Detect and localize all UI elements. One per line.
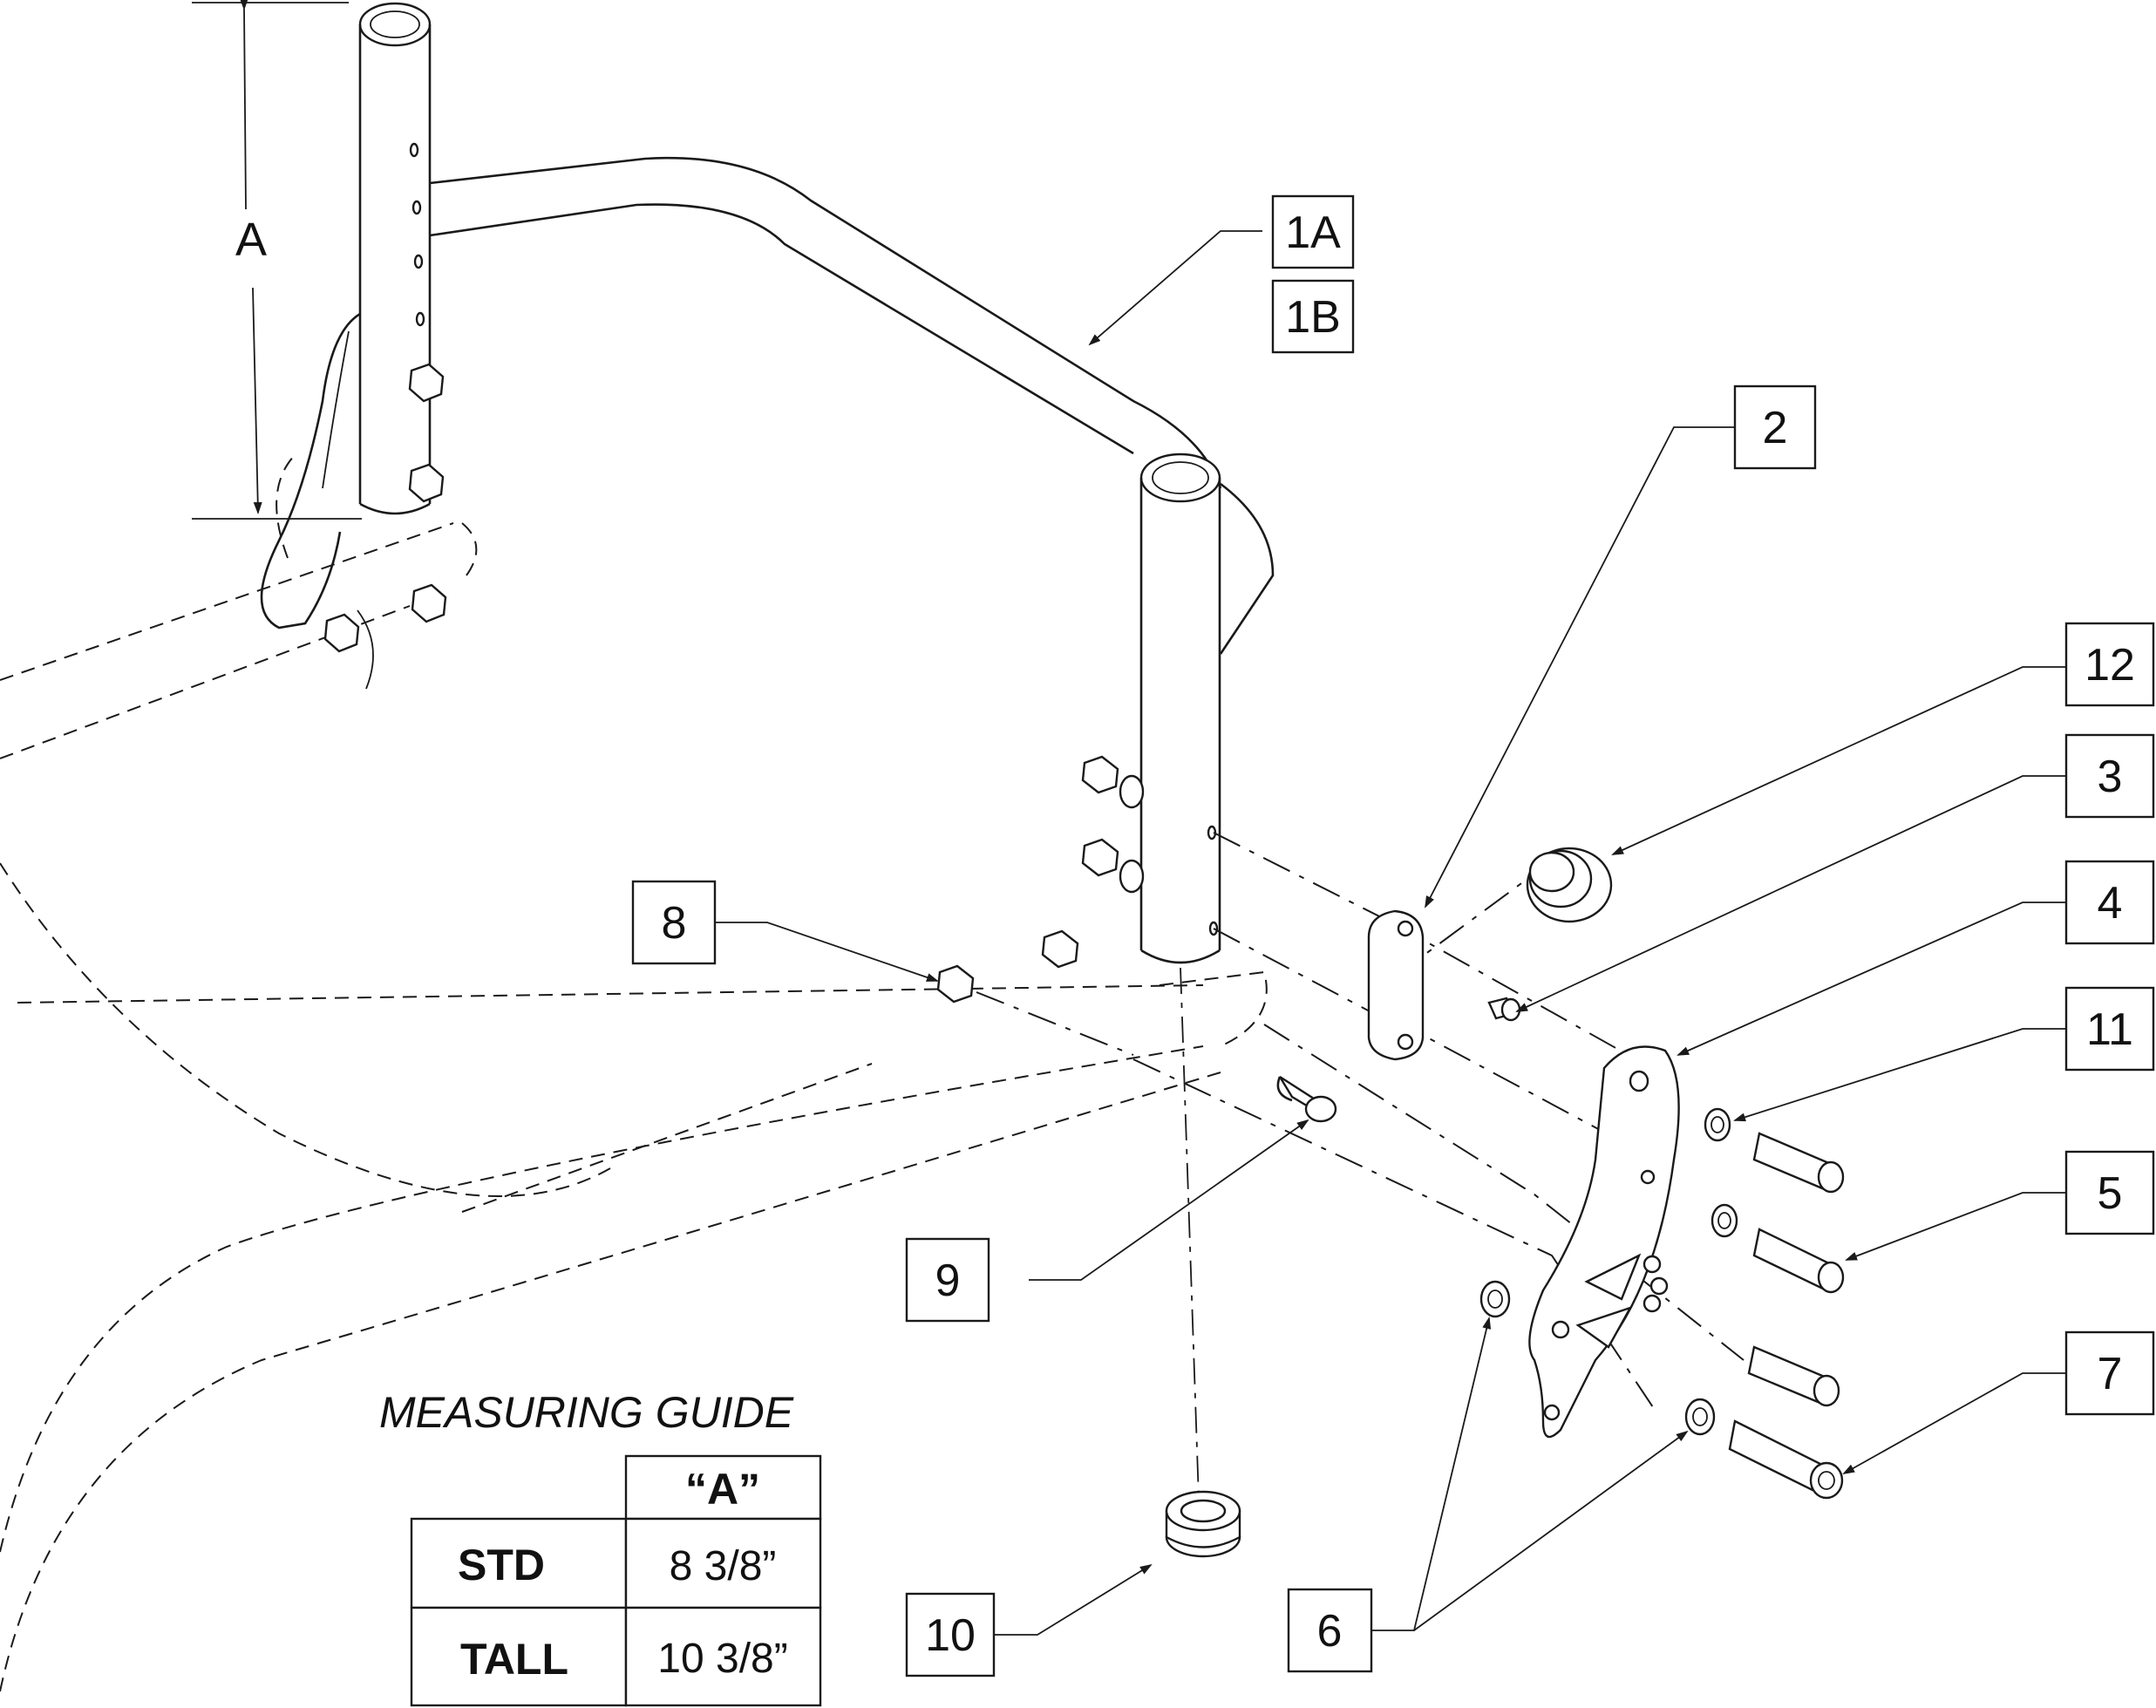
svg-text:4: 4 [2098, 878, 2123, 929]
callout-6: 6 [1287, 1588, 1373, 1673]
left-frame-post [260, 2, 447, 690]
callout-5: 5 [2064, 1150, 2155, 1235]
armrest-tube [429, 156, 1275, 655]
svg-text:10: 10 [925, 1610, 976, 1661]
measuring-guide: MEASURING GUIDE “A” STD 8 3/8” TALL 10 3… [379, 1388, 822, 1707]
svg-text:8: 8 [662, 898, 687, 949]
measuring-guide-column-header: “A” [685, 1465, 760, 1514]
measuring-guide-row-value: 8 3/8” [670, 1543, 777, 1589]
receiver-post [1139, 453, 1221, 964]
measuring-guide-title: MEASURING GUIDE [379, 1388, 794, 1437]
callout-4: 4 [2064, 860, 2155, 945]
callout-7: 7 [2064, 1330, 2155, 1416]
screws [1728, 1132, 1845, 1500]
part-2-plate [1367, 909, 1425, 1061]
callout-11: 11 [2064, 986, 2155, 1072]
post-nuts-and-washers [1041, 755, 1145, 969]
svg-text:9: 9 [935, 1255, 961, 1306]
svg-text:6: 6 [1317, 1606, 1343, 1657]
svg-text:5: 5 [2098, 1168, 2123, 1219]
measuring-guide-row-value: 10 3/8” [657, 1636, 787, 1682]
callout-2: 2 [1733, 384, 1817, 470]
leader-lines [715, 230, 2066, 1636]
part-6-washers [1479, 1280, 1716, 1436]
part-9-spacer [1276, 1075, 1337, 1123]
callout-1b: 1B [1271, 279, 1355, 354]
part-12-plug [1526, 847, 1613, 923]
callout-3: 3 [2064, 733, 2155, 819]
part-10-end-cap [1165, 1490, 1241, 1558]
svg-text:12: 12 [2085, 640, 2135, 691]
part-11-washers [1704, 1107, 1738, 1238]
svg-text:11: 11 [2086, 1004, 2133, 1055]
svg-text:1A: 1A [1285, 208, 1341, 258]
part-8-nut [936, 964, 1134, 1056]
dimension-a: A [192, 0, 362, 520]
svg-text:7: 7 [2098, 1349, 2123, 1399]
callout-1a: 1A [1271, 194, 1355, 269]
callout-10: 10 [905, 1592, 996, 1677]
part-3-spacer [1487, 997, 1521, 1022]
dimension-a-label: A [235, 214, 267, 266]
measuring-guide-row-name: TALL [460, 1635, 568, 1684]
callout-9: 9 [905, 1237, 990, 1323]
svg-text:1B: 1B [1285, 292, 1341, 343]
svg-text:3: 3 [2098, 752, 2123, 802]
callout-12: 12 [2064, 622, 2155, 707]
svg-text:2: 2 [1763, 403, 1788, 453]
measuring-guide-row-name: STD [458, 1541, 545, 1589]
callout-8: 8 [631, 880, 717, 965]
part-4-bracket [1528, 1045, 1680, 1439]
